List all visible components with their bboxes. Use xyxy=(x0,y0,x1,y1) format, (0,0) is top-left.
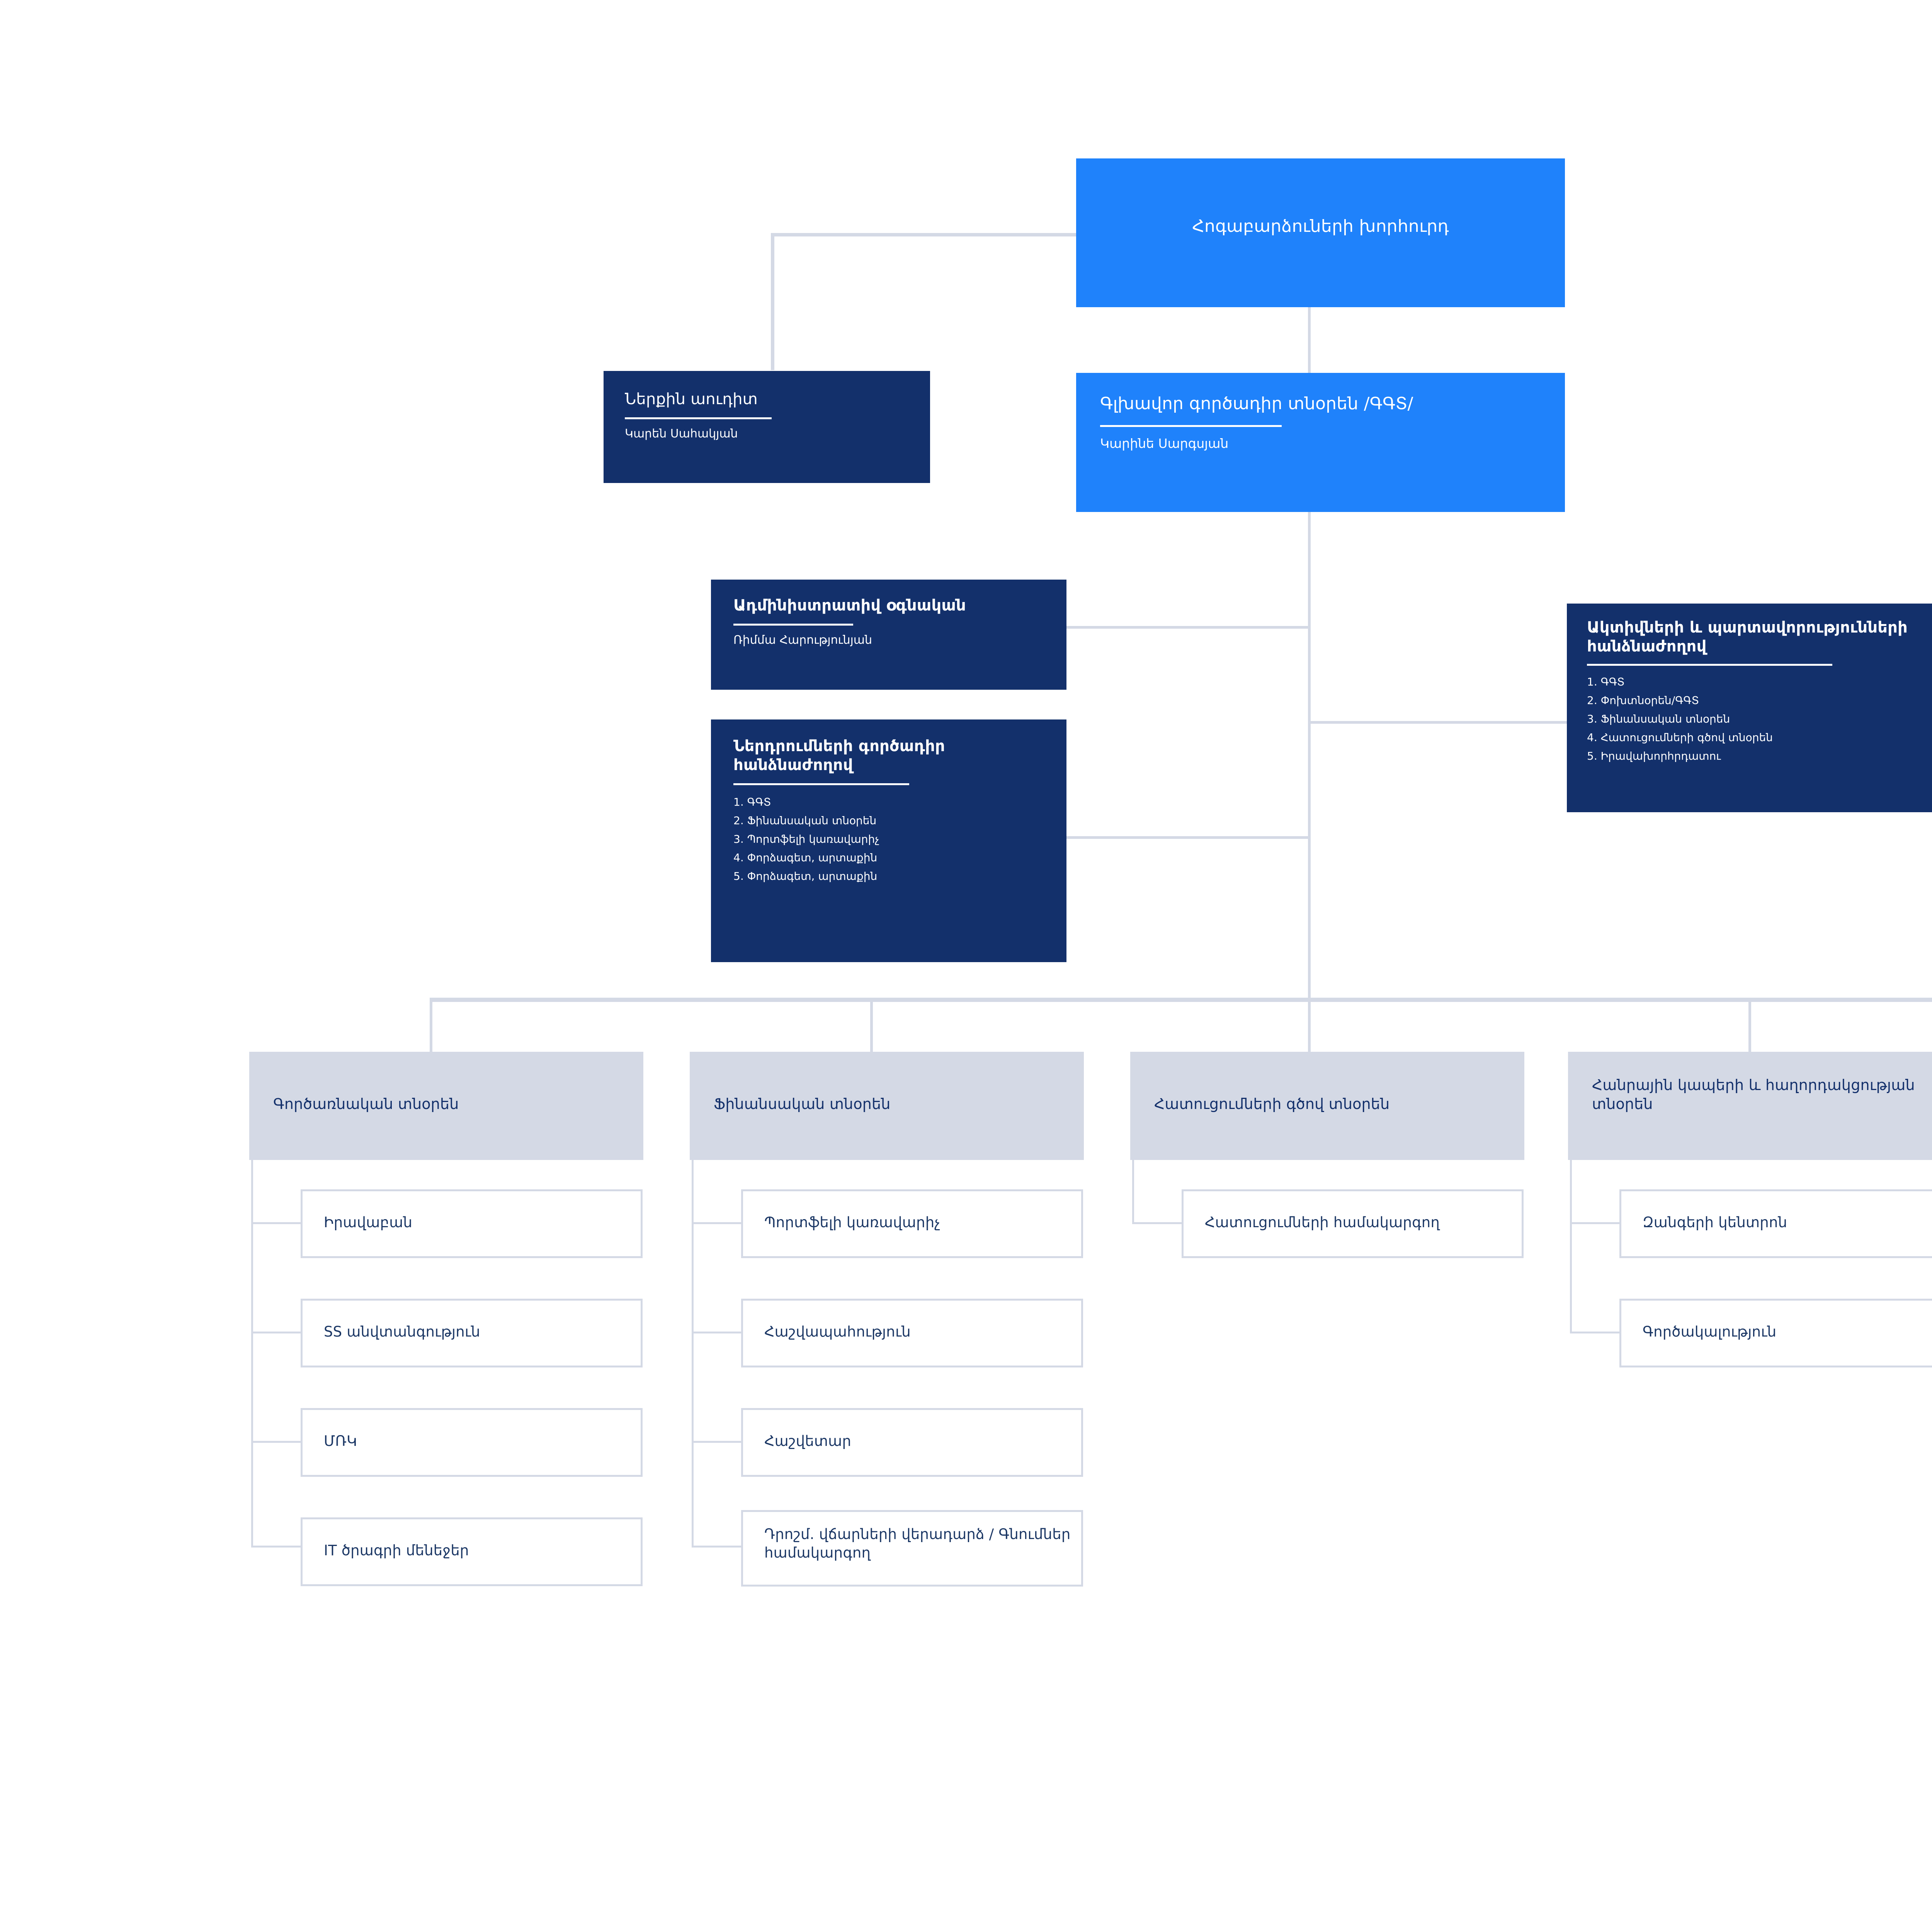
department-head-label: Հանրային կապերի և հաղորդակցության տնօրեն xyxy=(1592,1077,1915,1112)
connector-bus-drop-2 xyxy=(870,998,873,1052)
role-label: Հաշվապահություն xyxy=(764,1323,911,1340)
node-role-it-project-manager[interactable]: IT ծրագրի մենեջեր xyxy=(301,1517,643,1586)
connector-col1-child-1 xyxy=(251,1222,301,1224)
list-item: 5. Իրավախորհրդատու xyxy=(1587,750,1721,763)
department-head-label: Գործառնական տնօրեն xyxy=(273,1095,459,1112)
investment-committee-title: Ներդրումների գործադիր հանձնաժողով xyxy=(733,737,945,774)
investment-committee-members: 1. ԳԳՏ 2. Ֆինանսական տնօրեն 3. Պորտֆելի … xyxy=(733,793,1051,886)
connector-col1-spine xyxy=(251,1159,253,1547)
role-label: Գործակալություն xyxy=(1643,1323,1777,1340)
list-item: 1. ԳԳՏ xyxy=(733,795,771,808)
node-department-head-public-relations[interactable]: Հանրային կապերի և հաղորդակցության տնօրեն xyxy=(1568,1052,1932,1160)
role-label: IT ծրագրի մենեջեր xyxy=(324,1542,469,1559)
connector-col4-child-2 xyxy=(1570,1332,1620,1333)
node-role-accountant[interactable]: Հաշվետար xyxy=(741,1408,1083,1477)
node-role-legal-counsel[interactable]: Իրավաբան xyxy=(301,1189,643,1258)
internal-audit-title: Ներքին աուդիտ xyxy=(625,390,758,408)
alco-committee-members: 1. ԳԳՏ 2. Փոխտնօրեն/ԳԳՏ 3. Ֆինանսական տն… xyxy=(1587,673,1932,766)
alco-committee-divider xyxy=(1587,663,1832,666)
list-item: 5. Փորձագետ, արտաքին xyxy=(733,870,878,883)
node-role-call-center[interactable]: Զանգերի կենտրոն xyxy=(1619,1189,1932,1258)
role-label: Իրավաբան xyxy=(324,1214,413,1231)
alco-committee-title: Ակտիվների և պարտավորությունների հանձնաժո… xyxy=(1587,619,1908,655)
connector-col1-child-3 xyxy=(251,1441,301,1443)
connector-ceo-to-alco-committee xyxy=(1308,721,1567,724)
connector-board-to-ceo xyxy=(1308,307,1311,373)
node-role-stamp-refund-procurement[interactable]: Դրոշմ. վճարների վերադարձ / Գնումներ համա… xyxy=(741,1510,1083,1587)
admin-assistant-divider xyxy=(733,624,853,626)
list-item: 2. Ֆինանսական տնօրեն xyxy=(733,814,877,827)
node-role-hr[interactable]: ՄՌԿ xyxy=(301,1408,643,1477)
connector-col2-child-1 xyxy=(692,1222,742,1224)
admin-assistant-person: Ռիմմա Հարությունյան xyxy=(733,633,872,647)
node-role-accounting[interactable]: Հաշվապահություն xyxy=(741,1299,1083,1367)
node-ceo[interactable]: Գլխավոր գործադիր տնօրեն /ԳԳՏ/ Կարինե Սար… xyxy=(1076,373,1565,512)
internal-audit-divider xyxy=(625,417,772,420)
node-department-head-operations[interactable]: Գործառնական տնօրեն xyxy=(249,1052,643,1160)
admin-assistant-title: Ադմինիստրատիվ օգնական xyxy=(733,597,966,614)
connector-ceo-trunk xyxy=(1308,512,1311,1000)
board-title: Հոգաբարձուների խորհուրդ xyxy=(1192,216,1449,236)
role-label: Պորտֆելի կառավարիչ xyxy=(764,1214,940,1231)
node-alco-committee[interactable]: Ակտիվների և պարտավորությունների հանձնաժո… xyxy=(1567,604,1932,812)
node-investment-committee[interactable]: Ներդրումների գործադիր հանձնաժողով 1. ԳԳՏ… xyxy=(711,719,1066,962)
list-item: 4. Փորձագետ, արտաքին xyxy=(733,851,878,864)
list-item: 3. Ֆինանսական տնօրեն xyxy=(1587,712,1730,725)
ceo-title: Գլխավոր գործադիր տնօրեն /ԳԳՏ/ xyxy=(1100,394,1413,413)
node-admin-assistant[interactable]: Ադմինիստրատիվ օգնական Ռիմմա Հարությունյա… xyxy=(711,580,1066,690)
list-item: 2. Փոխտնօրեն/ԳԳՏ xyxy=(1587,694,1699,707)
department-head-label: Ֆինանսական տնօրեն xyxy=(714,1095,891,1112)
role-label: Հատուցումների համակարգող xyxy=(1205,1214,1440,1231)
connector-col3-spine xyxy=(1132,1159,1134,1224)
node-role-claims-coordinator[interactable]: Հատուցումների համակարգող xyxy=(1182,1189,1524,1258)
node-internal-audit[interactable]: Ներքին աուդիտ Կարեն Սահակյան xyxy=(604,371,930,483)
connector-col3-child-1 xyxy=(1132,1222,1182,1224)
connector-bus-drop-1 xyxy=(430,998,432,1052)
node-role-ss-security[interactable]: SS անվտանգություն xyxy=(301,1299,643,1367)
role-label: Դրոշմ. վճարների վերադարձ / Գնումներ համա… xyxy=(764,1526,1071,1561)
ceo-person: Կարինե Սարգսյան xyxy=(1100,436,1229,451)
connector-bus-drop-3 xyxy=(1308,998,1311,1052)
connector-bus-drop-4 xyxy=(1748,998,1751,1052)
list-item: 3. Պորտֆելի կառավարիչ xyxy=(733,832,879,845)
connector-ceo-to-admin-assistant xyxy=(1059,626,1311,629)
connector-board-to-audit-horizontal xyxy=(771,233,1076,236)
connector-department-bus xyxy=(430,998,1932,1002)
node-department-head-finance[interactable]: Ֆինանսական տնօրեն xyxy=(690,1052,1084,1160)
connector-col4-spine xyxy=(1570,1159,1572,1333)
role-label: ՄՌԿ xyxy=(324,1433,357,1449)
role-label: Հաշվետար xyxy=(764,1433,851,1449)
internal-audit-person: Կարեն Սահակյան xyxy=(625,427,738,441)
department-head-label: Հատուցումների գծով տնօրեն xyxy=(1154,1095,1390,1112)
role-label: SS անվտանգություն xyxy=(324,1323,480,1340)
node-department-head-claims[interactable]: Հատուցումների գծով տնօրեն xyxy=(1130,1052,1524,1160)
connector-col2-child-2 xyxy=(692,1332,742,1333)
connector-board-to-audit-vertical xyxy=(771,233,774,370)
connector-col1-child-2 xyxy=(251,1332,301,1333)
connector-col2-spine xyxy=(692,1159,694,1547)
connector-ceo-to-investment-committee xyxy=(1059,836,1311,839)
node-role-portfolio-manager[interactable]: Պորտֆելի կառավարիչ xyxy=(741,1189,1083,1258)
node-role-agency[interactable]: Գործակալություն xyxy=(1619,1299,1932,1367)
connector-col2-child-3 xyxy=(692,1441,742,1443)
node-board-of-trustees[interactable]: Հոգաբարձուների խորհուրդ xyxy=(1076,158,1565,307)
role-label: Զանգերի կենտրոն xyxy=(1643,1214,1787,1231)
list-item: 4. Հատուցումների գծով տնօրեն xyxy=(1587,731,1773,744)
ceo-divider xyxy=(1100,425,1282,427)
connector-col2-child-4 xyxy=(692,1546,742,1548)
list-item: 1. ԳԳՏ xyxy=(1587,675,1625,688)
connector-col1-child-4 xyxy=(251,1546,301,1548)
investment-committee-divider xyxy=(733,783,909,785)
connector-col4-child-1 xyxy=(1570,1222,1620,1224)
